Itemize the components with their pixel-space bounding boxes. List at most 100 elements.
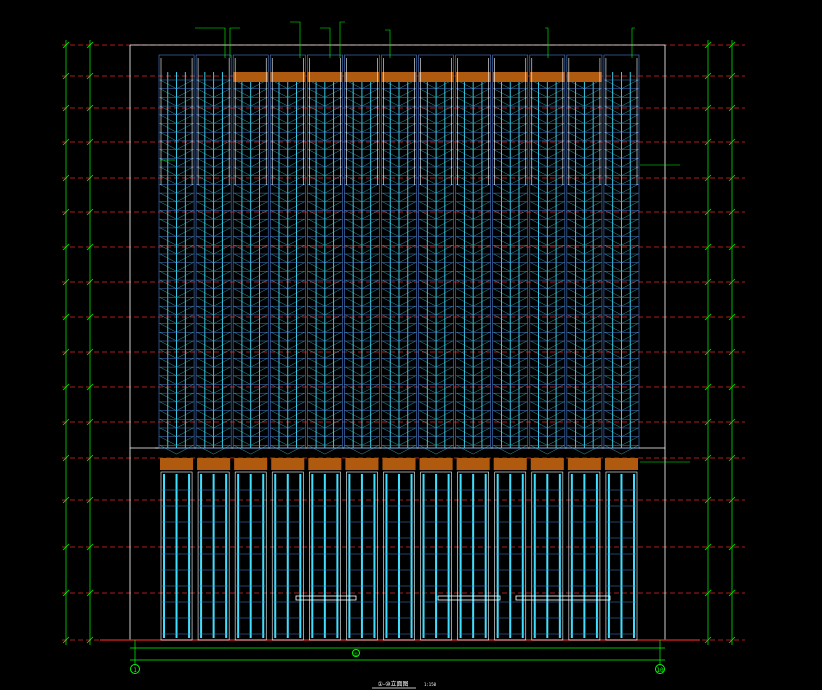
- tower-brace: [345, 140, 363, 150]
- tower-brace: [584, 236, 602, 246]
- tower-brace: [213, 427, 231, 437]
- tower-brace: [345, 297, 363, 307]
- tower-brace: [530, 201, 548, 211]
- tower-brace: [361, 427, 379, 437]
- tower-brace: [621, 445, 639, 455]
- tower-brace: [435, 401, 453, 411]
- tower-brace: [604, 114, 622, 124]
- tower-brace: [456, 210, 474, 220]
- tower-brace: [250, 210, 268, 220]
- dimension-tick: [728, 313, 736, 321]
- tower-brace: [382, 436, 400, 446]
- tower-brace: [345, 279, 363, 289]
- podium-band: [530, 458, 564, 470]
- tower-brace: [456, 262, 474, 272]
- tower-brace: [345, 253, 363, 263]
- tower-brace: [213, 114, 231, 124]
- tower-brace: [473, 105, 490, 115]
- tower-brace: [287, 340, 305, 350]
- tower-brace: [234, 158, 251, 168]
- dimension-tick: [86, 543, 94, 551]
- tower-brace: [287, 192, 305, 202]
- tower-brace: [435, 210, 453, 220]
- tower-brace: [493, 375, 511, 385]
- tower-brace: [196, 105, 214, 115]
- tower-brace: [287, 314, 305, 324]
- tower-brace: [510, 436, 527, 446]
- tower-brace: [159, 393, 177, 403]
- tower-brace: [530, 366, 548, 376]
- dimension-tick: [86, 636, 94, 644]
- tower-brace: [567, 201, 585, 211]
- tower-brace: [398, 271, 416, 281]
- drawing-title: ①-⑩立面图: [378, 680, 409, 688]
- dimension-tick: [728, 138, 736, 146]
- tower-brace: [213, 253, 231, 263]
- tower-brace: [345, 393, 363, 403]
- tower-brace: [234, 166, 251, 176]
- tower-brace: [196, 210, 214, 220]
- tower-brace: [435, 340, 453, 350]
- tower-brace: [621, 401, 639, 411]
- tower-brace: [361, 314, 379, 324]
- tower-brace: [567, 375, 585, 385]
- tower-brace: [345, 314, 363, 324]
- tower-brace: [213, 349, 231, 359]
- tower-brace: [510, 366, 527, 376]
- tower-brace: [621, 184, 639, 194]
- tower-brace: [271, 166, 288, 176]
- tower-brace: [287, 219, 305, 229]
- tower-brace: [308, 166, 325, 176]
- tower-brace: [159, 279, 177, 289]
- dimension-tick: [62, 104, 70, 112]
- tower-brace: [456, 410, 474, 420]
- tower-brace: [287, 436, 305, 446]
- tower-brace: [250, 149, 268, 159]
- tower-brace: [361, 393, 379, 403]
- tower-brace: [382, 358, 400, 368]
- bay-6: [381, 54, 417, 641]
- tower-brace: [530, 358, 548, 368]
- tower-brace: [567, 105, 585, 115]
- tower-brace: [271, 245, 288, 255]
- tower-brace: [547, 123, 564, 133]
- tower-brace: [604, 366, 622, 376]
- tower-brace: [493, 393, 511, 403]
- tower-brace: [493, 340, 511, 350]
- tower-brace: [547, 340, 564, 350]
- dimension-tick: [62, 418, 70, 426]
- tower-brace: [530, 271, 548, 281]
- tower-brace: [584, 306, 602, 316]
- tower-brace: [419, 140, 437, 150]
- tower-brace: [435, 297, 453, 307]
- tower-brace: [176, 306, 194, 316]
- tower-brace: [584, 419, 602, 429]
- tower-brace: [547, 262, 564, 272]
- tower-brace: [271, 306, 288, 316]
- tower-brace: [361, 384, 379, 394]
- tower-brace: [493, 245, 511, 255]
- tower-brace: [176, 210, 194, 220]
- dimension-tick: [704, 589, 712, 597]
- tower-brace: [287, 271, 305, 281]
- tower-brace: [435, 332, 453, 342]
- tower-brace: [271, 158, 288, 168]
- tower-brace: [493, 384, 511, 394]
- tower-brace: [547, 245, 564, 255]
- tower-brace: [159, 436, 177, 446]
- tower-brace: [196, 427, 214, 437]
- tower-brace: [159, 236, 177, 246]
- leader-2: [290, 21, 301, 58]
- tower-brace: [234, 427, 251, 437]
- tower-brace: [456, 445, 474, 455]
- tower-brace: [604, 271, 622, 281]
- tower-brace: [547, 297, 564, 307]
- tower-brace: [547, 393, 564, 403]
- tower-brace: [345, 123, 363, 133]
- axis-label-start: 1: [133, 667, 137, 674]
- tower-brace: [176, 253, 194, 263]
- tower-brace: [567, 262, 585, 272]
- tower-brace: [271, 427, 288, 437]
- tower-brace: [510, 140, 527, 150]
- tower-brace: [271, 436, 288, 446]
